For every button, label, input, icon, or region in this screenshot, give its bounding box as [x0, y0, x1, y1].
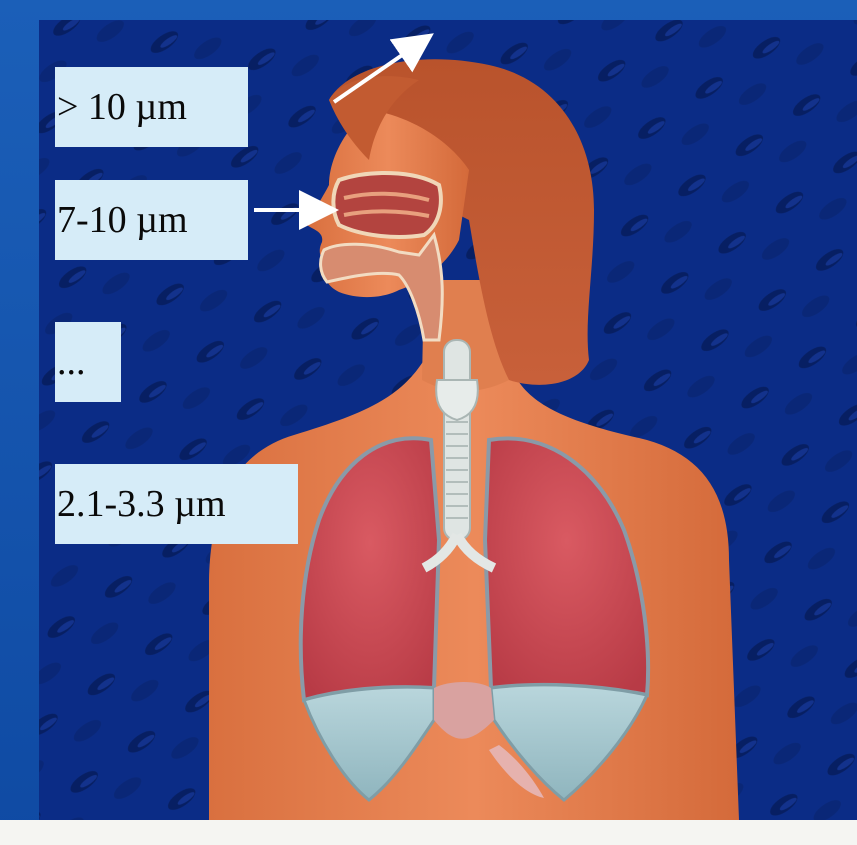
label-particle-size-nose: 7-10 µm [55, 180, 248, 260]
label-particle-size-head: > 10 µm [55, 67, 248, 147]
label-particle-size-ellipsis: ... [55, 322, 121, 402]
bottom-strip [0, 820, 857, 845]
label-particle-size-lungs: 2.1-3.3 µm [55, 464, 298, 544]
nasal-cavity [333, 173, 441, 237]
